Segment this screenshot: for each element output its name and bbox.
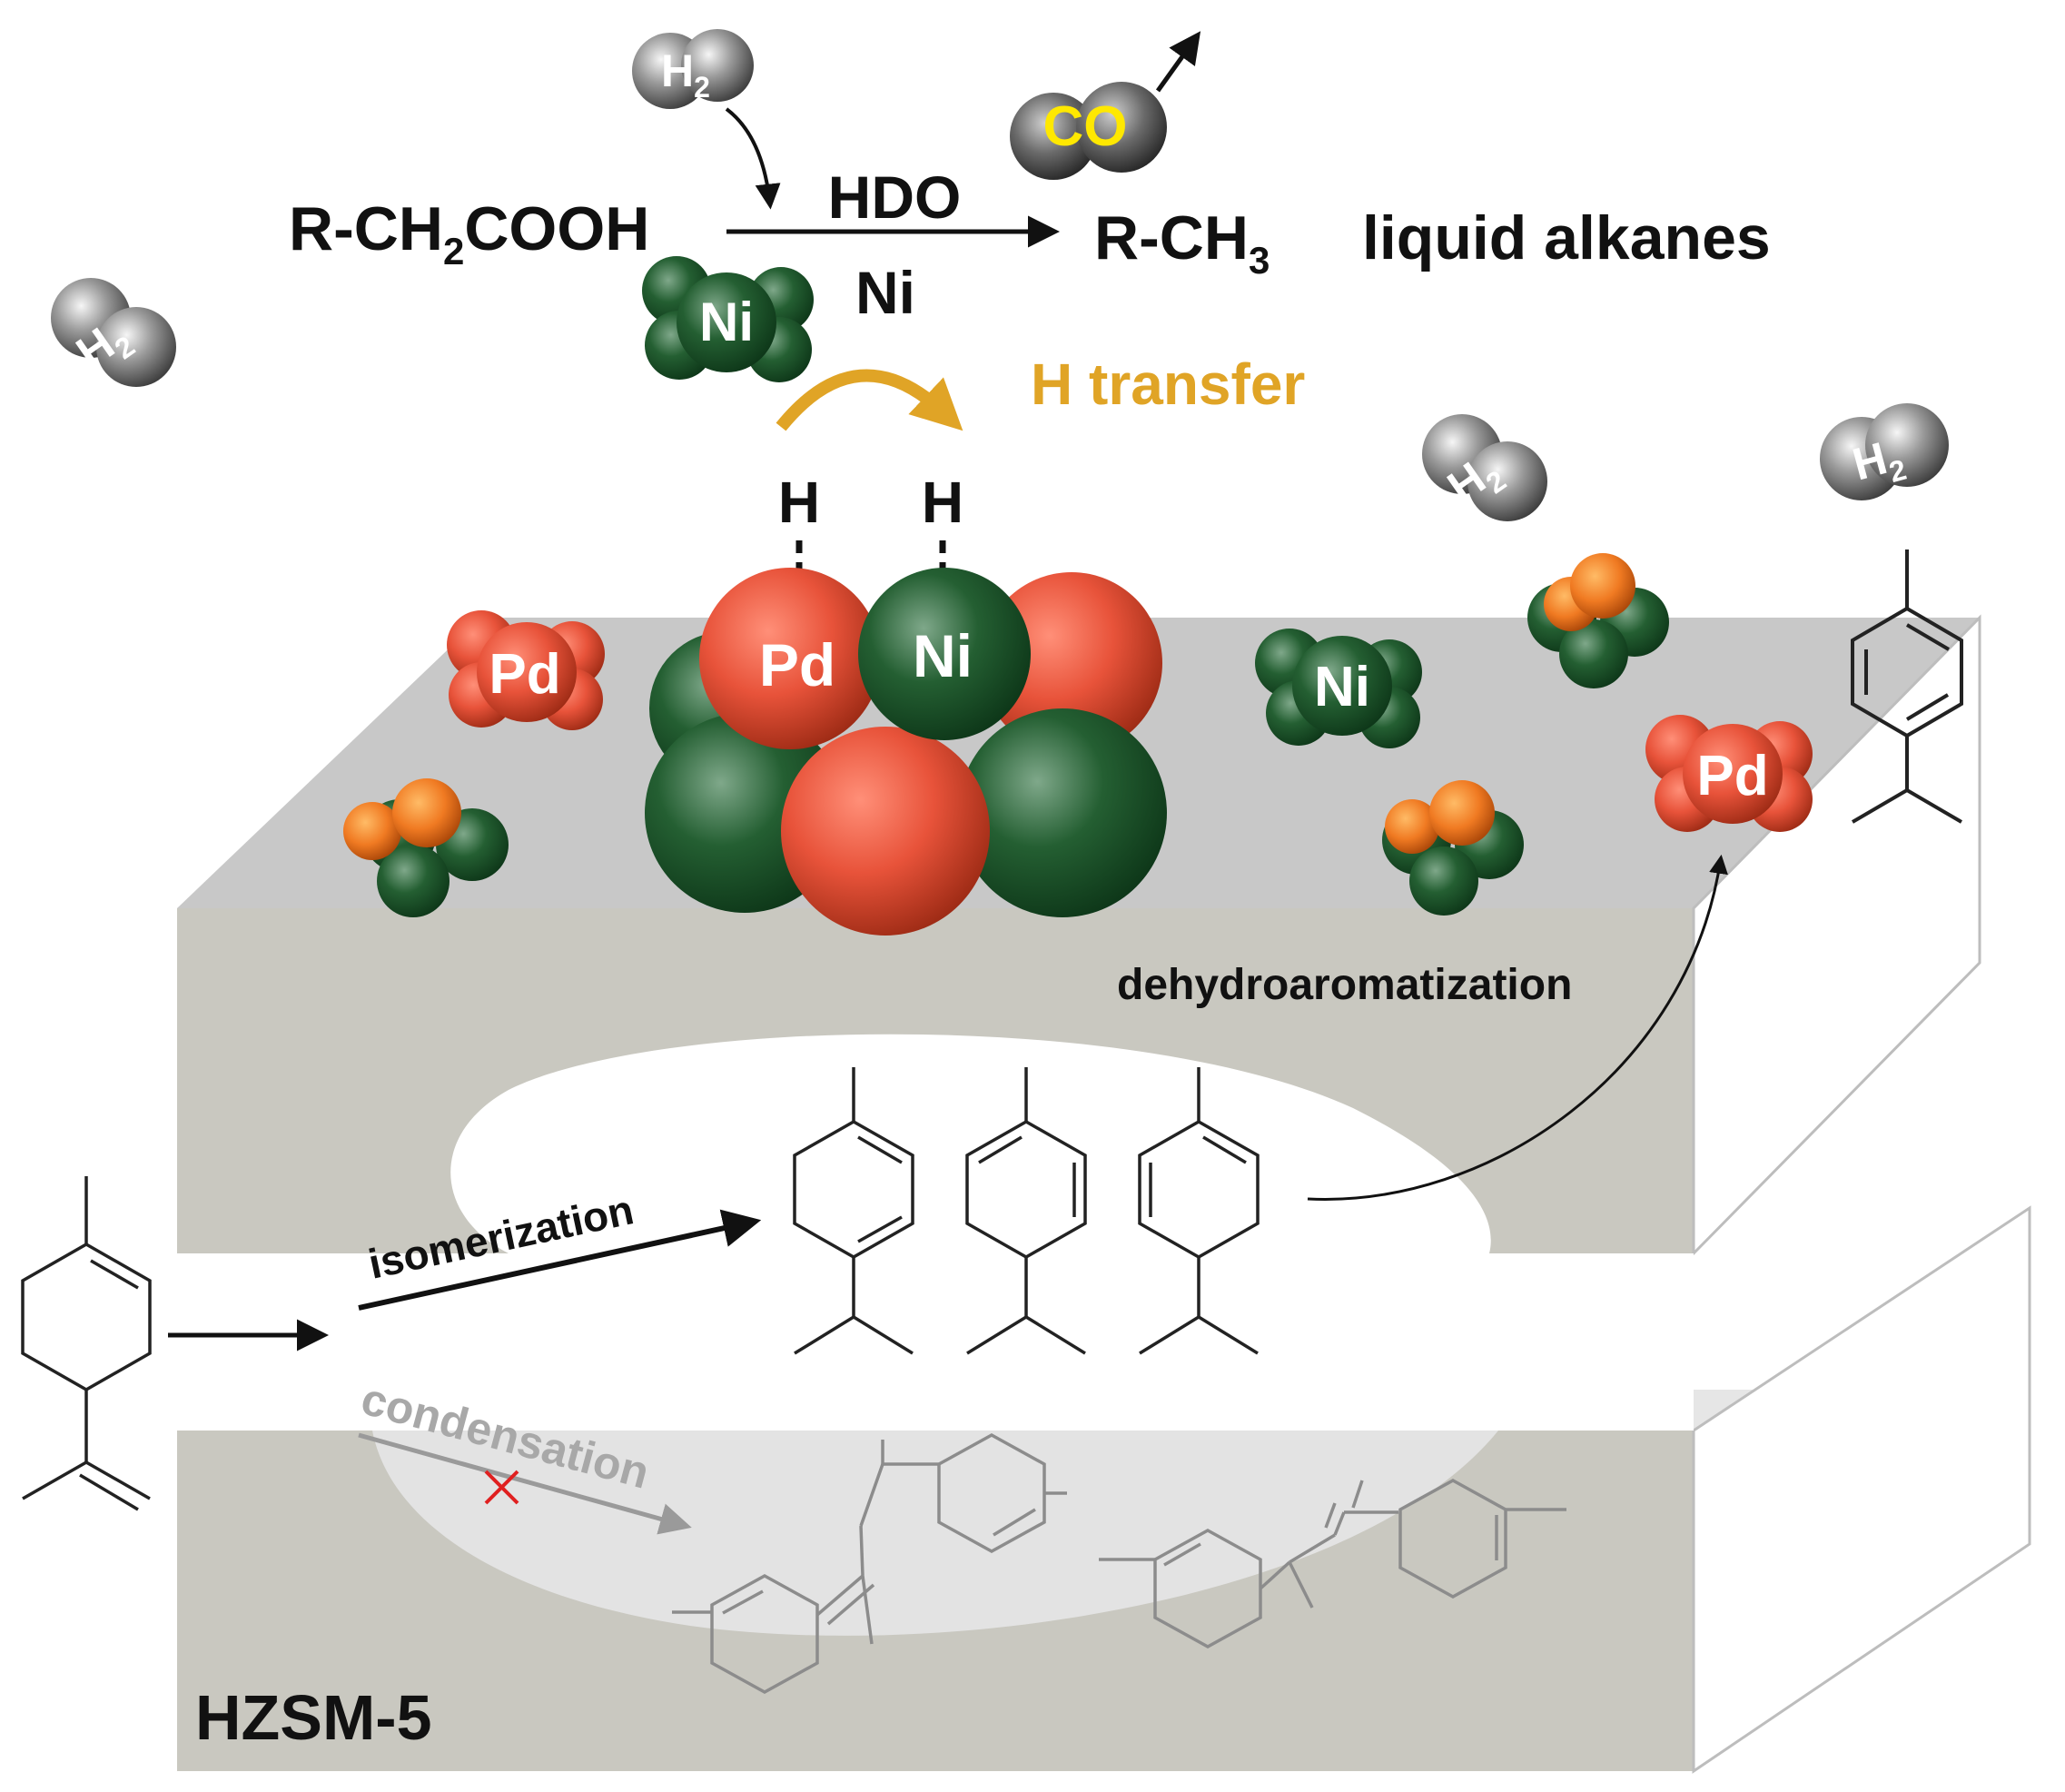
- terpinene-isomer-2: [965, 1067, 1087, 1355]
- pd-atom-label-right: Pd: [1696, 745, 1768, 807]
- pd-cluster-left: Pd: [447, 610, 605, 730]
- ni-atom-label: Ni: [699, 292, 754, 352]
- h-atom-pd: H: [778, 470, 820, 535]
- ni-atom-label-cluster: Ni: [913, 622, 973, 689]
- co-release-arrow: [1155, 31, 1201, 93]
- limonene-structure: [21, 1176, 152, 1511]
- lower-pore-shade: [372, 1431, 1498, 1636]
- ni-cluster-right: Ni: [1255, 629, 1422, 748]
- hdo-reaction: R-CH2COOH HDO Ni R-CH3 liquid alkanes: [289, 163, 1771, 326]
- h2-molecule-left: H2: [51, 278, 176, 387]
- ni-atom-label-right: Ni: [1314, 656, 1370, 718]
- h2-molecule-right1: H2: [1422, 414, 1547, 521]
- h2-feed-arrow: [725, 107, 781, 210]
- h2-molecule-top: H2: [632, 29, 754, 109]
- pd-cluster-right: Pd: [1645, 715, 1813, 832]
- condensation-dimer-2: [1099, 1479, 1566, 1648]
- hzsm5-label: HZSM-5: [195, 1682, 432, 1753]
- h-transfer-arrow: [776, 369, 963, 431]
- product-formula: R-CH3: [1094, 203, 1270, 282]
- pdni-small-cluster-3: [1527, 553, 1669, 688]
- pdni-bimetallic-cluster: Pd Ni: [645, 568, 1167, 936]
- reactant-formula: R-CH2COOH: [289, 194, 649, 272]
- blocked-cross-icon: [484, 1470, 519, 1505]
- ni-catalyst-label: Ni: [855, 259, 915, 326]
- h-atom-ni: H: [922, 470, 963, 535]
- lower-slab-side: [1692, 1205, 2031, 1774]
- p-cymene-structure: [1851, 549, 1963, 824]
- hdo-label: HDO: [828, 163, 962, 231]
- pdni-small-cluster-2: [1382, 780, 1524, 916]
- h-transfer-label: H transfer: [1031, 351, 1305, 417]
- pdni-small-cluster-1: [343, 778, 509, 917]
- co-molecule: CO: [1010, 31, 1201, 180]
- pore-channel: [177, 1034, 1694, 1431]
- ni-cluster-top: Ni: [642, 256, 814, 382]
- condensation-dimer-1: [672, 1433, 1067, 1694]
- isomerization-arrow: [358, 1209, 762, 1311]
- dehydroaromatization-arrow: [1307, 854, 1728, 1201]
- terpinene-isomer-3: [1138, 1067, 1260, 1355]
- dehydroaromatization-label: dehydroaromatization: [1117, 961, 1572, 1009]
- co-label: CO: [1043, 95, 1128, 158]
- liquid-alkanes-label: liquid alkanes: [1362, 203, 1771, 272]
- condensation-arrow: [358, 1432, 692, 1535]
- pd-atom-label: Pd: [489, 643, 560, 706]
- svg-text:H2: H2: [661, 45, 710, 104]
- pd-atom-label-cluster: Pd: [759, 631, 835, 698]
- h2-molecule-right2: H2: [1820, 403, 1949, 500]
- terpinene-isomer-1: [793, 1067, 914, 1355]
